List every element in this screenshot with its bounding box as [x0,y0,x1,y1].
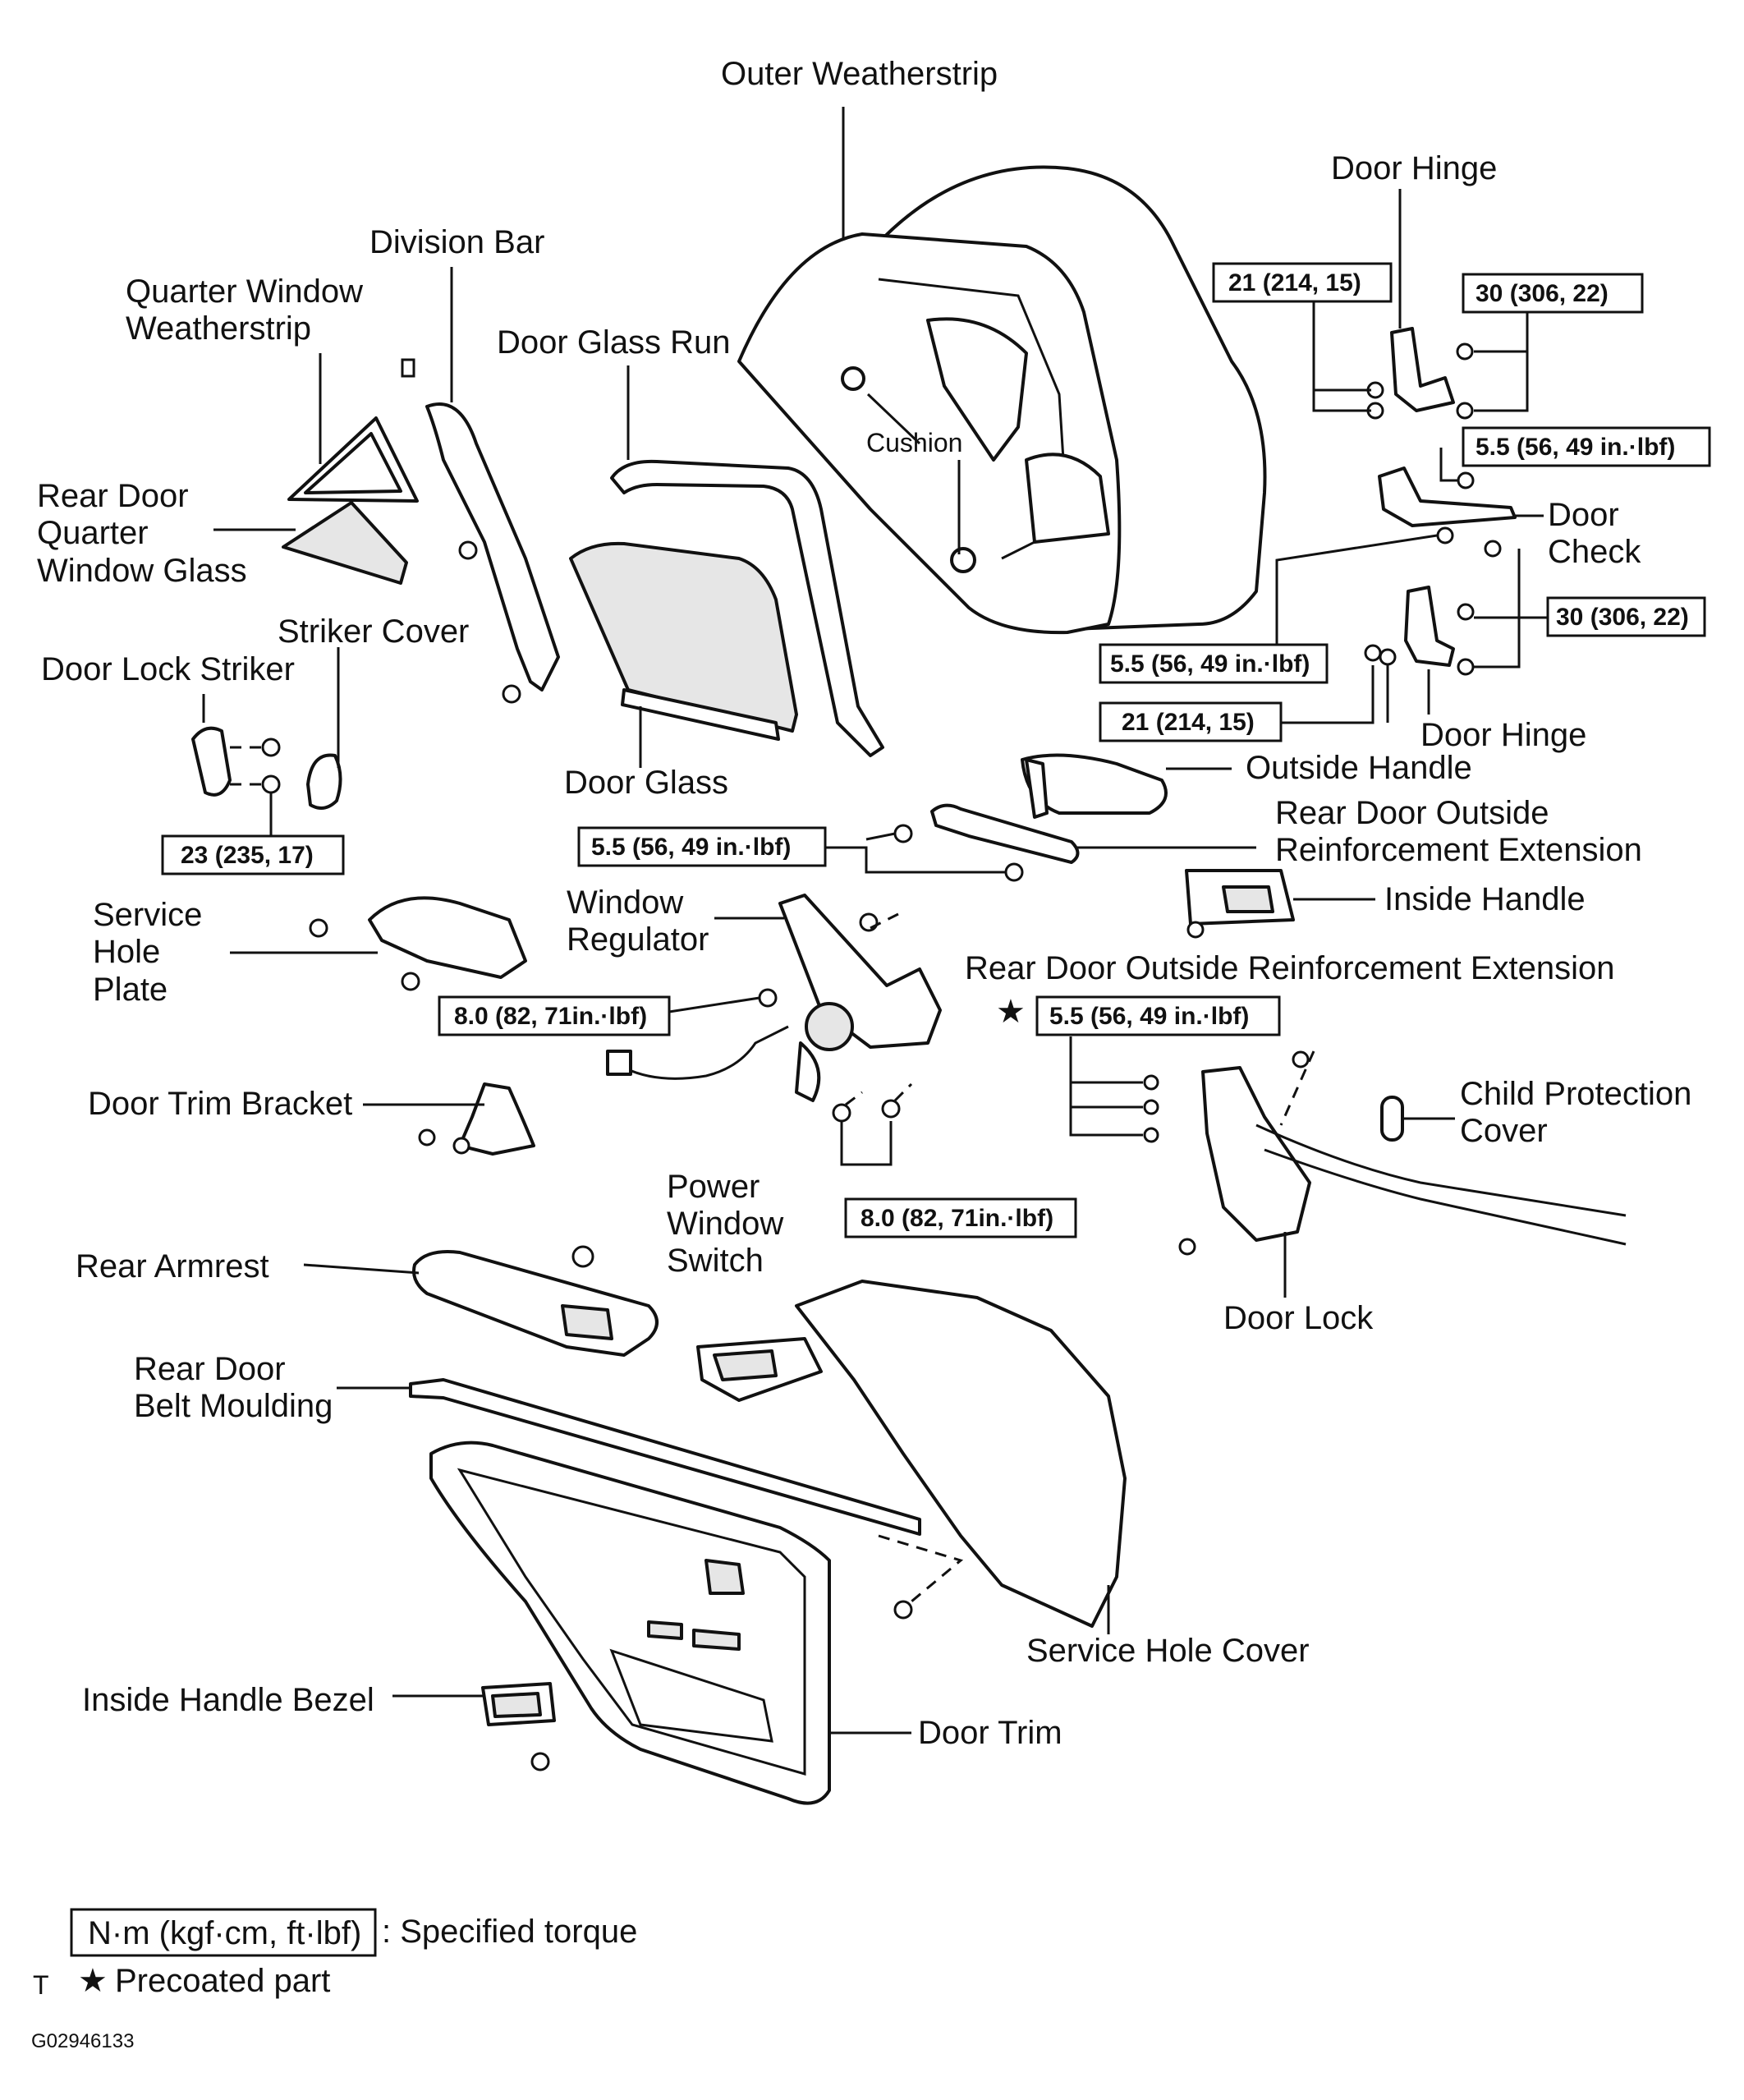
svg-text:5.5 (56, 49 in.·lbf): 5.5 (56, 49 in.·lbf) [1476,434,1675,461]
legend-torque-desc: : Specified torque [382,1914,637,1950]
service-hole-cover [795,1280,1127,1628]
label-door-glass: Door Glass [564,765,728,801]
label-power-window-switch-3: Switch [667,1243,764,1279]
torque-box-hinge-lower-left: 21 (214, 15) [1099,701,1283,742]
torque-box-door-lock: ★ 5.5 (56, 49 in.·lbf) [996,994,1281,1036]
figure-code: G02946133 [31,2030,134,2052]
rear-door-belt-moulding [409,1378,921,1536]
label-door-hinge-lower: Door Hinge [1420,717,1586,753]
torque-box-outside-handle: 5.5 (56, 49 in.·lbf) [577,826,827,867]
label-outside-reinforcement-extension: Rear Door Outside Reinforcement Extensio… [965,950,1614,986]
label-division-bar: Division Bar [369,224,544,260]
door-check [1378,466,1517,558]
quarter-window-weatherstrip [287,416,419,503]
child-protection-cover [1380,1096,1404,1142]
label-window-regulator-1: Window [567,885,683,921]
rear-armrest [412,1245,659,1357]
service-hole-plate [309,896,527,991]
precoated-star: ★ [996,994,1026,1030]
label-rear-door-quarter-glass-3: Window Glass [37,553,247,589]
outside-reinforcement-extension [893,803,1080,882]
svg-text:23 (235, 17): 23 (235, 17) [181,842,314,869]
legend-precoated-prefix: T [33,1970,49,2000]
label-rear-door-quarter-glass-1: Rear Door [37,478,189,514]
label-service-hole-cover: Service Hole Cover [1026,1633,1310,1669]
legend: N·m (kgf·cm, ft·lbf) : Specified torque … [33,1908,637,2000]
label-rear-armrest: Rear Armrest [76,1248,269,1284]
label-service-hole-plate-1: Service [93,897,202,933]
door-hinge-upper [1366,327,1474,420]
label-inside-handle-bezel: Inside Handle Bezel [82,1682,374,1718]
svg-text:21 (214, 15): 21 (214, 15) [1228,269,1361,296]
label-service-hole-plate-2: Hole [93,934,160,970]
label-outside-handle: Outside Handle [1246,750,1472,786]
svg-text:30 (306, 22): 30 (306, 22) [1556,604,1689,631]
torque-box-hinge-upper-left: 21 (214, 15) [1212,262,1393,303]
cushion-lower [950,547,976,573]
svg-text:5.5 (56, 49 in.·lbf): 5.5 (56, 49 in.·lbf) [1049,1003,1249,1030]
power-window-switch [696,1337,823,1402]
svg-text:8.0 (82, 71in.·lbf): 8.0 (82, 71in.·lbf) [454,1003,647,1030]
door-glass-run [610,459,884,757]
door-trim-panel [429,1441,964,1805]
torque-box-check-left: 5.5 (56, 49 in.·lbf) [1099,643,1329,684]
label-door-trim-bracket: Door Trim Bracket [88,1086,352,1122]
door-glass [569,541,798,741]
cushion-upper [841,366,865,391]
label-outside-reinforcement-1: Rear Door Outside [1275,795,1549,831]
legend-precoated-desc: Precoated part [115,1963,330,1999]
label-door-check-1: Door [1548,497,1619,533]
svg-text:5.5 (56, 49 in.·lbf): 5.5 (56, 49 in.·lbf) [1110,650,1310,678]
label-inside-handle: Inside Handle [1384,881,1586,917]
striker-cover [306,753,342,810]
label-power-window-switch-2: Window [667,1206,783,1242]
label-door-lock: Door Lock [1223,1300,1374,1336]
label-door-lock-striker: Door Lock Striker [41,651,295,687]
torque-box-striker: 23 (235, 17) [161,834,345,875]
label-door-glass-run: Door Glass Run [497,324,731,361]
label-striker-cover: Striker Cover [278,613,469,650]
label-belt-moulding-2: Belt Moulding [134,1388,333,1424]
inside-handle-bezel [481,1682,556,1771]
torque-box-hinge-lower-right: 30 (306, 22) [1546,596,1706,637]
label-outside-reinforcement-2: Reinforcement Extension [1275,832,1642,868]
label-door-check-2: Check [1548,534,1641,570]
label-service-hole-plate-3: Plate [93,972,168,1008]
torque-box-check-right: 5.5 (56, 49 in.·lbf) [1462,426,1711,467]
svg-text:8.0 (82, 71in.·lbf): 8.0 (82, 71in.·lbf) [861,1205,1053,1232]
door-frame-outer-weatherstrip [737,165,1267,635]
door-trim-bracket [418,1082,535,1156]
label-rear-door-quarter-glass-2: Quarter [37,515,149,551]
svg-text:5.5 (56, 49 in.·lbf): 5.5 (56, 49 in.·lbf) [591,834,791,861]
label-door-trim: Door Trim [918,1715,1062,1751]
torque-box-regulator-left: 8.0 (82, 71in.·lbf) [438,995,671,1036]
svg-text:30 (306, 22): 30 (306, 22) [1476,280,1609,307]
window-regulator [606,894,942,1123]
legend-star: ★ [78,1963,108,1999]
label-outer-weatherstrip: Outer Weatherstrip [721,56,998,92]
outside-handle [1021,753,1168,819]
label-cushion: Cushion [866,428,962,457]
leader-lines [202,107,1548,1735]
label-power-window-switch-1: Power [667,1169,760,1205]
legend-torque-unit: N·m (kgf·cm, ft·lbf) [88,1915,361,1951]
label-child-protection-1: Child Protection [1460,1076,1691,1112]
torque-box-regulator-bottom: 8.0 (82, 71in.·lbf) [844,1197,1077,1238]
division-bar [401,358,560,704]
svg-text:21 (214, 15): 21 (214, 15) [1122,709,1255,736]
rear-door-quarter-window-glass [282,501,408,585]
inside-handle [1185,869,1295,939]
door-hinge-lower [1364,586,1475,676]
door-lock [1143,1050,1627,1256]
torque-box-hinge-upper-right: 30 (306, 22) [1462,273,1644,314]
label-belt-moulding-1: Rear Door [134,1351,286,1387]
door-lock-striker [191,726,281,797]
label-quarter-window-weatherstrip-1: Quarter Window [126,273,363,310]
label-child-protection-2: Cover [1460,1113,1548,1149]
label-window-regulator-2: Regulator [567,921,709,958]
label-quarter-window-weatherstrip-2: Weatherstrip [126,310,311,347]
label-door-hinge-upper: Door Hinge [1331,150,1497,186]
